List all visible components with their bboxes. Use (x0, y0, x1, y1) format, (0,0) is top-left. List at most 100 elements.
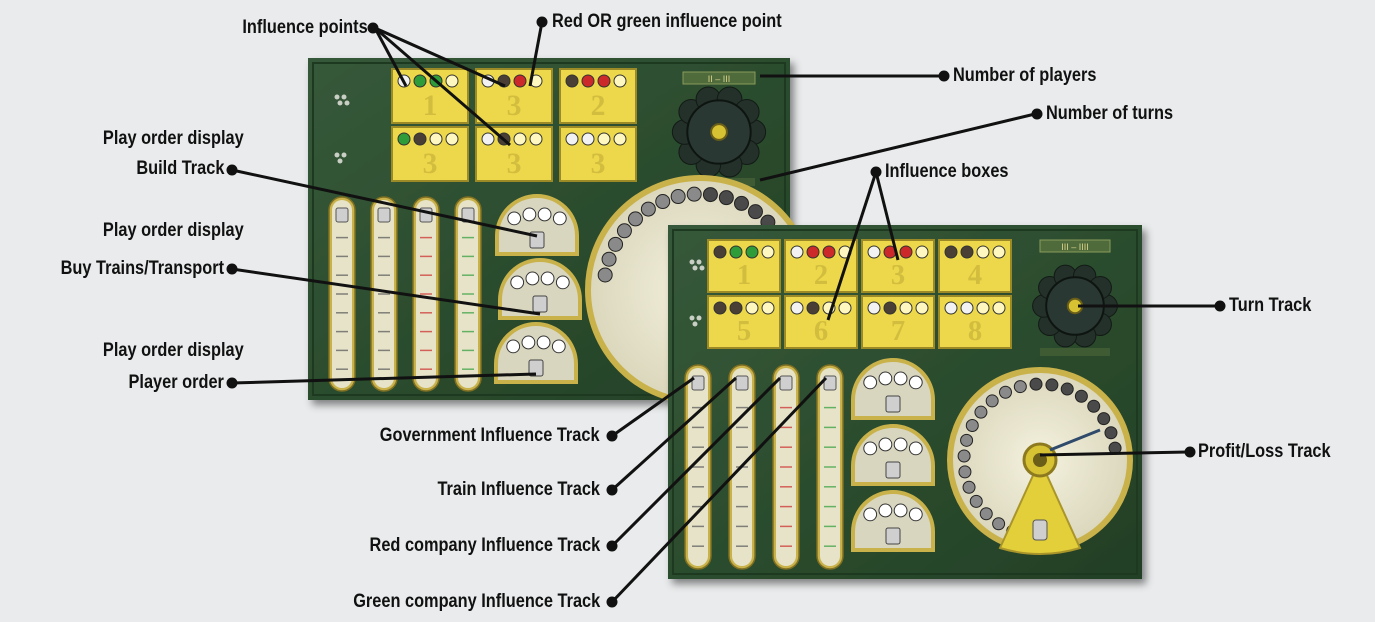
influence-point (992, 301, 1006, 315)
influence-point (899, 245, 913, 259)
callout-profit-loss (1039, 446, 1196, 458)
profit-space (655, 194, 671, 210)
influence-box: 7 (861, 295, 935, 349)
play-order-slot (537, 207, 552, 222)
play-order-marker (528, 359, 544, 377)
label-play-order-display-1: Play order display (103, 128, 244, 149)
callout-green-track (606, 376, 828, 608)
play-order-marker (885, 395, 901, 413)
play-order-slot (863, 507, 878, 522)
small-board-influence-boxes: 1 3 2 3 3 3 (391, 68, 637, 182)
influence-point (960, 301, 974, 315)
profit-space (1029, 377, 1043, 391)
small-board-header: II – III (708, 74, 731, 84)
label-train-track: Train Influence Track (437, 479, 600, 500)
play-order-slot (536, 335, 551, 350)
influence-point (745, 301, 759, 315)
callout-influence-points (367, 22, 511, 147)
profit-space (734, 195, 750, 211)
influence-point (597, 74, 611, 88)
callout-government-track (606, 376, 695, 442)
label-influence-boxes: Influence boxes (885, 161, 1009, 182)
profit-space (702, 187, 718, 203)
small-board-influence-tracks (328, 196, 482, 392)
influence-point (413, 74, 427, 88)
profit-space (627, 211, 643, 227)
influence-point (613, 132, 627, 146)
influence-box-number: 1 (737, 260, 751, 291)
play-order-slot (863, 375, 878, 390)
play-order-slot (552, 211, 567, 226)
profit-space (1060, 382, 1074, 396)
influence-box: 1 (391, 68, 469, 124)
label-red-or-green: Red OR green influence point (552, 11, 782, 32)
influence-box: 1 (707, 239, 781, 293)
influence-point (790, 301, 804, 315)
influence-box-number: 3 (591, 148, 606, 180)
influence-point (529, 132, 543, 146)
influence-point (822, 245, 836, 259)
play-order-slot (540, 271, 555, 286)
influence-point (806, 301, 820, 315)
large-board-turns-plate (1040, 348, 1110, 356)
influence-box-number: 4 (968, 260, 982, 291)
influence-point (713, 245, 727, 259)
callout-build-track (226, 164, 538, 238)
play-order-slot (908, 507, 923, 522)
influence-box: 2 (559, 68, 637, 124)
influence-box-number: 3 (507, 90, 522, 122)
turn-marker (710, 123, 728, 141)
large-board-player-icons (689, 259, 705, 327)
influence-box-number: 3 (507, 148, 522, 180)
callout-influence-boxes (826, 166, 900, 321)
influence-point (899, 301, 913, 315)
influence-track-marker (377, 207, 391, 223)
play-order-display (498, 258, 582, 320)
play-order-display (851, 490, 935, 552)
play-order-slot (521, 335, 536, 350)
profit-space (992, 517, 1006, 531)
influence-point (445, 74, 459, 88)
callout-red-track (606, 376, 782, 552)
label-profit-loss-track: Profit/Loss Track (1198, 441, 1331, 462)
callout-number-of-players (760, 70, 950, 82)
play-order-dome (851, 424, 935, 486)
influence-point (745, 245, 759, 259)
influence-point (867, 301, 881, 315)
influence-point (915, 301, 929, 315)
label-turn-track: Turn Track (1229, 295, 1312, 316)
profit-space (1104, 426, 1118, 440)
influence-box-number: 3 (423, 148, 438, 180)
profit-space (1045, 378, 1059, 392)
play-order-marker (885, 461, 901, 479)
influence-point (513, 132, 527, 146)
play-order-slot (908, 375, 923, 390)
profit-space (969, 494, 983, 508)
profit-space (998, 385, 1012, 399)
callout-buy-trains (226, 263, 541, 316)
label-green-company-track: Green company Influence Track (352, 591, 600, 612)
profit-space (670, 189, 686, 205)
influence-point (481, 132, 495, 146)
profit-space (616, 223, 632, 239)
influence-point (713, 301, 727, 315)
label-number-of-turns: Number of turns (1046, 103, 1174, 124)
influence-point (565, 74, 579, 88)
influence-point (992, 245, 1006, 259)
label-play-order-display-2: Play order display (103, 220, 244, 241)
play-order-slot (878, 437, 893, 452)
play-order-marker (532, 295, 548, 313)
play-order-slot (908, 441, 923, 456)
label-number-of-players: Number of players (953, 65, 1097, 86)
callout-number-of-turns (759, 108, 1043, 182)
profit-space (686, 186, 702, 202)
large-board-player-count-plate (1039, 239, 1111, 253)
influence-point (806, 245, 820, 259)
influence-box-number: 7 (891, 316, 905, 347)
play-order-display (851, 424, 935, 486)
influence-track-marker (735, 375, 749, 391)
play-order-display (495, 194, 579, 256)
large-board-turn-wheel (1032, 264, 1118, 348)
